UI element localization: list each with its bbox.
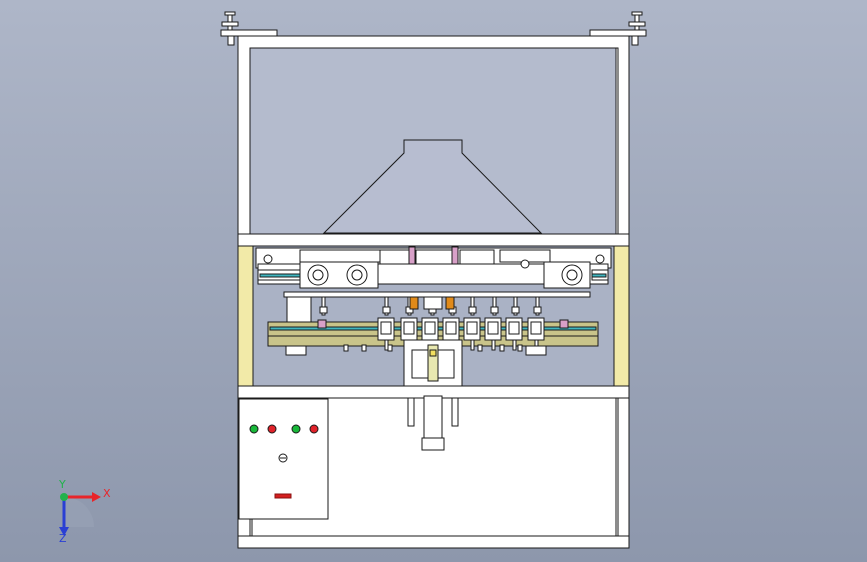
stop-switch[interactable] xyxy=(274,493,292,499)
side-post-left xyxy=(237,245,254,387)
upper-bracket-center-left xyxy=(379,249,411,265)
nozzle-inner xyxy=(445,321,457,335)
machine-assembly[interactable] xyxy=(220,11,647,549)
nozzle-tip xyxy=(470,339,475,351)
slide-track-left xyxy=(259,273,301,278)
rail-foot-right xyxy=(525,345,547,356)
x-arrow-icon xyxy=(92,492,101,502)
indicator-lamp-red xyxy=(309,424,319,434)
orange-clamp-left xyxy=(409,296,419,310)
rail-bolt xyxy=(517,344,523,352)
nozzle-inner xyxy=(508,321,520,335)
nozzle-tip xyxy=(512,339,517,351)
left-side-plate xyxy=(286,296,312,324)
indicator-lamp-green xyxy=(249,424,259,434)
push-rod xyxy=(492,296,497,316)
pulley-hub-icon xyxy=(566,269,578,281)
sensor-icon xyxy=(263,254,273,264)
orange-clamp-right xyxy=(445,296,455,310)
push-rod xyxy=(535,296,540,316)
pulley-hub-icon xyxy=(312,269,324,281)
push-rod xyxy=(513,296,518,316)
rail-bolt xyxy=(499,344,505,352)
rod-collar xyxy=(533,306,542,314)
rod-collar xyxy=(490,306,499,314)
z-arrow-icon xyxy=(59,527,69,536)
lift-cylinder xyxy=(427,344,439,382)
center-clamp xyxy=(423,296,443,310)
triad-quadrant xyxy=(64,497,94,527)
indicator-lamp-green xyxy=(291,424,301,434)
cylinder-base xyxy=(421,437,445,451)
y-axis-icon xyxy=(60,493,68,501)
z-axis-label: Z xyxy=(59,532,67,545)
main-cylinder xyxy=(423,395,443,439)
slide-track-right xyxy=(591,273,607,278)
pulley-hub-icon xyxy=(351,269,363,281)
nozzle-inner xyxy=(466,321,478,335)
lift-indicator xyxy=(429,349,437,357)
rail-bolt xyxy=(343,344,349,352)
hopper xyxy=(322,139,543,234)
push-rod xyxy=(321,296,326,316)
bottom-beam xyxy=(237,535,630,549)
frame-inner-edge-upper-right xyxy=(615,47,619,235)
rail-bolt xyxy=(477,344,483,352)
upper-bracket-left xyxy=(299,249,381,263)
upper-bracket-center-right xyxy=(459,249,495,265)
axis-triad[interactable]: X Y Z xyxy=(58,478,111,545)
nozzle-inner xyxy=(403,321,415,335)
frame-inner-edge-right xyxy=(615,397,619,537)
side-post-right xyxy=(613,245,630,387)
guide-rod-right xyxy=(451,397,459,427)
nozzle-inner xyxy=(487,321,499,335)
nozzle-inner xyxy=(424,321,436,335)
push-rod xyxy=(384,296,389,316)
rod-collar xyxy=(511,306,520,314)
x-axis-label: X xyxy=(103,487,111,500)
rail-foot-left xyxy=(285,345,307,356)
nozzle-tip xyxy=(491,339,496,351)
rod-collar xyxy=(468,306,477,314)
rod-collar xyxy=(319,306,328,314)
y-axis-label: Y xyxy=(58,478,66,491)
mid-beam xyxy=(237,233,630,247)
push-rod xyxy=(470,296,475,316)
nozzle-inner xyxy=(530,321,542,335)
rail-bolt xyxy=(387,344,393,352)
indicator-lamps xyxy=(249,424,319,434)
indicator-lamp-red xyxy=(267,424,277,434)
rail-bolt xyxy=(361,344,367,352)
sensor-icon xyxy=(595,254,605,264)
rod-collar xyxy=(382,306,391,314)
guide-bar xyxy=(283,291,591,298)
sensor-icon xyxy=(520,259,530,269)
nozzle-inner xyxy=(380,321,392,335)
rail-marker-left xyxy=(317,319,327,329)
rail-marker-right xyxy=(559,319,569,329)
guide-rod-left xyxy=(407,397,415,427)
